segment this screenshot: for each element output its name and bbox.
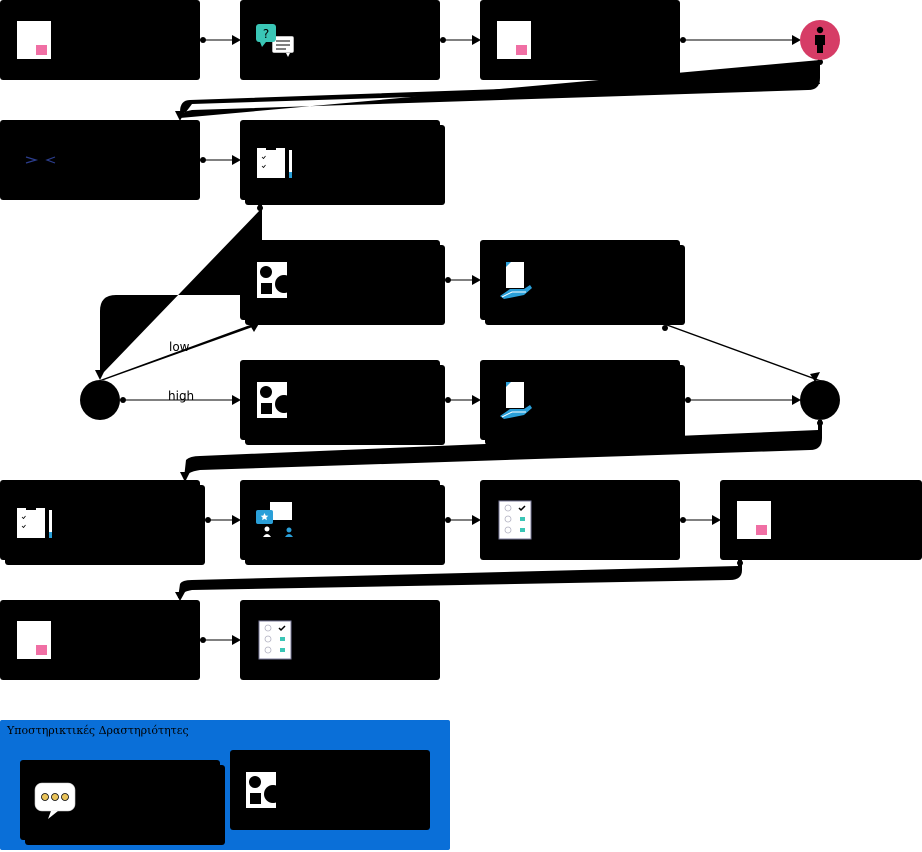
task-node-14[interactable] [0,600,200,680]
support-task-1[interactable] [20,760,225,845]
edge-r4-b [445,515,481,525]
edge-r1-b [440,35,481,45]
edge-r3l-a [445,395,481,405]
edge-r3l-b [685,395,801,405]
document-icon [17,21,51,59]
task-node-15[interactable] [240,600,440,680]
edge-r1-c [680,35,801,45]
checklist-icon [258,620,292,660]
task-node-4[interactable] [0,120,200,200]
support-activities-group: Υποστηρικτικές Δραστηριότητες [0,720,450,850]
task-node-7[interactable] [480,240,685,325]
edge-r2-a [200,155,241,165]
branch-label-high: high [168,389,194,403]
edge-upper-to-merge [662,325,820,382]
task-node-9[interactable] [480,360,685,445]
document-icon [737,501,771,539]
person-event[interactable] [800,20,840,60]
support-task-2[interactable] [230,750,430,830]
task-node-12[interactable] [480,480,680,560]
edge-r3u-a [445,275,481,285]
split-gateway[interactable] [80,380,120,420]
support-group-title: Υποστηρικτικές Δραστηριότητες [6,724,189,737]
edge-high: high [120,389,241,405]
flow-nodes [0,0,922,680]
merge-gateway[interactable] [800,380,840,420]
edge-r1-a [200,35,241,45]
edge-r4-c [680,515,721,525]
edge-wrap-2 [180,420,823,482]
edge-r4-a [205,515,241,525]
task-node-8[interactable] [240,360,445,445]
person-icon [815,26,825,53]
task-node-3[interactable] [480,0,680,80]
document-icon [497,21,531,59]
edge-r5-a [200,635,241,645]
task-node-5[interactable] [240,120,445,205]
task-node-10[interactable] [0,480,205,565]
document-icon [17,621,51,659]
branch-label-low: low [169,340,190,354]
task-node-6[interactable] [240,240,445,325]
task-node-2[interactable] [240,0,440,80]
checklist-icon [498,500,532,540]
task-node-1[interactable] [0,0,200,80]
edge-to-gateway [95,205,263,380]
task-node-13[interactable] [720,480,922,560]
task-node-11[interactable] [240,480,445,565]
edge-wrap-3 [175,560,743,601]
